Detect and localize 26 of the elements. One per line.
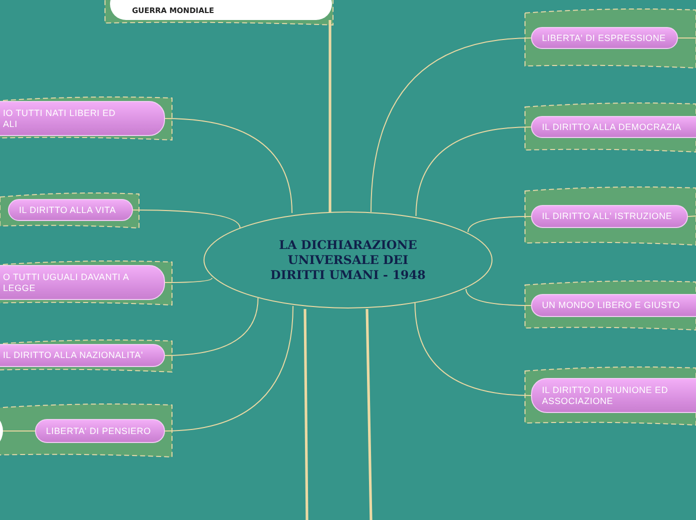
connector-line bbox=[164, 306, 294, 432]
topic-pill: LIBERTA' DI PENSIERO bbox=[35, 419, 165, 443]
topic-pill: UN MONDO LIBERO E GIUSTO bbox=[531, 294, 696, 317]
connector-line bbox=[468, 216, 532, 232]
connector-line bbox=[132, 210, 240, 228]
connector-line bbox=[370, 38, 532, 212]
connector-line bbox=[304, 308, 308, 520]
topic-pill: IL DIRITTO ALLA DEMOCRAZIA bbox=[531, 116, 696, 138]
connector-line bbox=[688, 216, 696, 217]
topic-pill: IO TUTTI NATI LIBERI ED ALI bbox=[0, 101, 165, 136]
topic-pill: LIBERTA' DI ESPRESSIONE bbox=[531, 27, 678, 49]
connector-line bbox=[164, 118, 292, 214]
connector-line bbox=[466, 288, 532, 306]
topic-pill: IL DIRITTO ALLA NAZIONALITA' bbox=[0, 344, 165, 367]
connector-line bbox=[366, 308, 372, 520]
connector-line bbox=[328, 20, 332, 212]
topic-pill: IL DIRITTO DI RIUNIONE ED ASSOCIAZIONE bbox=[531, 378, 696, 413]
topic-pill: IL DIRITTO ALL' ISTRUZIONE bbox=[531, 205, 688, 228]
connector-line bbox=[414, 302, 532, 396]
topic-pill: O TUTTI UGUALI DAVANTI A LEGGE bbox=[0, 265, 165, 300]
central-title: LA DICHIARAZIONE UNIVERSALE DEI DIRITTI UMANI - 1948 bbox=[269, 238, 427, 282]
connector-line bbox=[164, 278, 212, 283]
topic-pill: IL DIRITTO ALLA VITA bbox=[8, 199, 133, 221]
connector-line bbox=[416, 126, 532, 216]
connector-line bbox=[164, 298, 258, 356]
connector-line bbox=[2, 430, 36, 432]
